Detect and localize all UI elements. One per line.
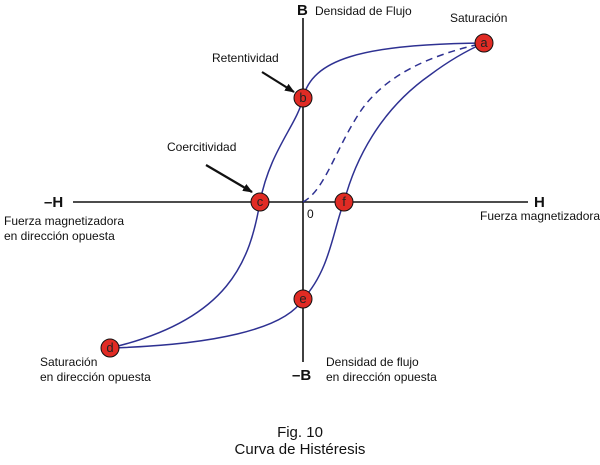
neg-b-axis-label: –B [292, 367, 311, 384]
h-axis-label: H [534, 194, 545, 211]
figure-title: Curva de Histéresis [234, 441, 366, 458]
point-a: a [474, 33, 494, 53]
opposite-force-label-line1: Fuerza magnetizadora [4, 214, 124, 228]
point-e-label: e [299, 291, 306, 306]
hysteresis-upper-branch [109, 42, 485, 349]
neg-saturation-label-line2: en dirección opuesta [40, 370, 151, 384]
neg-h-axis-label: –H [44, 194, 63, 211]
figure-number: Fig. 10 [277, 424, 323, 441]
b-axis-label: B [297, 2, 308, 19]
flux-density-label: Densidad de Flujo [315, 4, 412, 18]
saturation-label: Saturación [450, 11, 507, 25]
retentivity-label: Retentividad [212, 51, 279, 65]
hysteresis-lower-branch [109, 42, 485, 349]
neg-flux-label-line2: en dirección opuesta [326, 370, 437, 384]
point-c-label: c [257, 194, 264, 209]
coercivity-label: Coercitividad [167, 140, 236, 154]
initial-magnetization-curve [302, 42, 485, 203]
point-b: b [293, 88, 313, 108]
hysteresis-diagram: a b c d e f B –B –H H 0 Densidad de Fluj… [4, 2, 600, 384]
coercivity-arrow [205, 164, 253, 193]
magnetizing-force-label: Fuerza magnetizadora [480, 209, 600, 223]
neg-saturation-label-line1: Saturación [40, 355, 97, 369]
origin-label: 0 [307, 207, 314, 221]
point-b-label: b [299, 90, 306, 105]
point-c: c [250, 192, 270, 212]
point-e: e [293, 289, 313, 309]
point-d: d [100, 338, 120, 358]
neg-flux-label-line1: Densidad de flujo [326, 355, 419, 369]
point-a-label: a [480, 35, 488, 50]
retentivity-arrow [261, 71, 295, 93]
opposite-force-label-line2: en dirección opuesta [4, 229, 115, 243]
point-f-label: f [342, 194, 346, 209]
point-d-label: d [106, 340, 113, 355]
point-f: f [334, 192, 354, 212]
